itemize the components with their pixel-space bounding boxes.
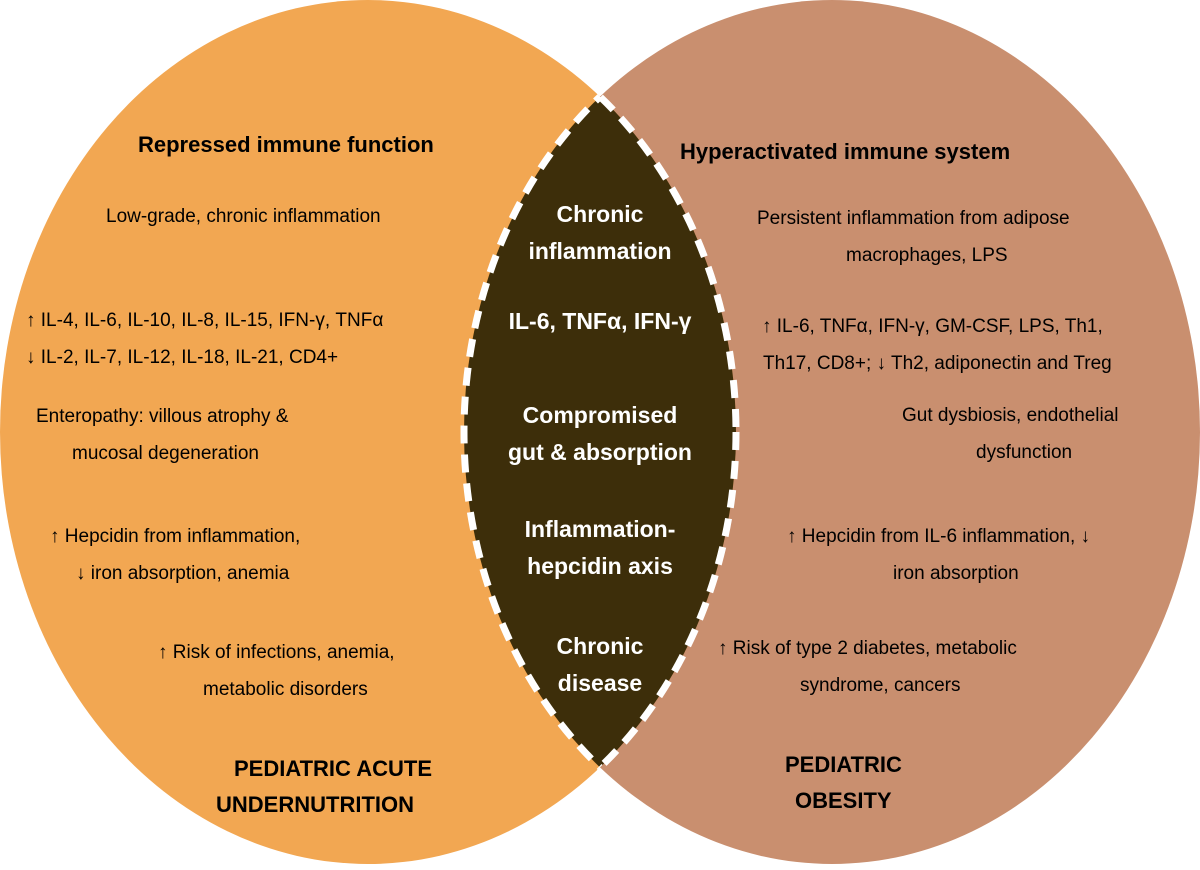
left-inflammation-text: Low-grade, chronic inflammation: [106, 206, 381, 227]
right-hepcidin-line2: iron absorption: [893, 563, 1019, 584]
center-disease-line1: Chronic: [556, 633, 644, 659]
left-risk-line1: ↑ Risk of infections, anemia,: [158, 642, 395, 663]
left-cytokines-up: ↑ IL-4, IL-6, IL-10, IL-8, IL-15, IFN-γ,…: [26, 310, 384, 331]
overlap-region: [464, 0, 736, 864]
right-hepcidin-line1: ↑ Hepcidin from IL-6 inflammation, ↓: [787, 526, 1091, 547]
right-gut-line2: dysfunction: [976, 442, 1073, 463]
right-title-line1: PEDIATRIC: [785, 752, 902, 777]
center-inflammation-line2: inflammation: [528, 238, 672, 264]
center-hepcidin-line1: Inflammation-: [524, 516, 676, 542]
left-heading: Repressed immune function: [138, 132, 434, 157]
right-risk-line2: syndrome, cancers: [800, 675, 961, 696]
left-risk-line2: metabolic disorders: [203, 679, 368, 700]
center-gut-line1: Compromised: [522, 402, 678, 428]
center-cytokines: IL-6, TNFα, IFN-γ: [508, 308, 692, 334]
left-title-line1: PEDIATRIC ACUTE: [234, 756, 432, 781]
right-gut-line1: Gut dysbiosis, endothelial: [902, 405, 1119, 426]
left-title-line2: UNDERNUTRITION: [216, 792, 414, 817]
right-heading: Hyperactivated immune system: [680, 139, 1011, 164]
left-hepcidin-line1: ↑ Hepcidin from inflammation,: [50, 526, 301, 547]
left-hepcidin-line2: ↓ iron absorption, anemia: [76, 563, 290, 584]
right-risk-line1: ↑ Risk of type 2 diabetes, metabolic: [718, 638, 1017, 659]
right-title-line2: OBESITY: [795, 788, 892, 813]
overlap-dashed-border-right: [460, 0, 736, 864]
right-inflammation-line2: macrophages, LPS: [846, 245, 1008, 266]
right-cytokines-line2: Th17, CD8+; ↓ Th2, adiponectin and Treg: [763, 353, 1112, 374]
left-cytokines-down: ↓ IL-2, IL-7, IL-12, IL-18, IL-21, CD4+: [26, 347, 339, 368]
center-disease-line2: disease: [557, 670, 643, 696]
right-inflammation-line1: Persistent inflammation from adipose: [757, 208, 1070, 229]
overlap-dashed-border-left: [0, 0, 736, 864]
right-cytokines-line1: ↑ IL-6, TNFα, IFN-γ, GM-CSF, LPS, Th1,: [762, 316, 1103, 337]
center-inflammation-line1: Chronic: [556, 201, 644, 227]
center-hepcidin-line2: hepcidin axis: [527, 553, 673, 579]
left-gut-line2: mucosal degeneration: [72, 443, 259, 464]
left-gut-line1: Enteropathy: villous atrophy &: [36, 406, 289, 427]
center-gut-line2: gut & absorption: [508, 439, 692, 465]
